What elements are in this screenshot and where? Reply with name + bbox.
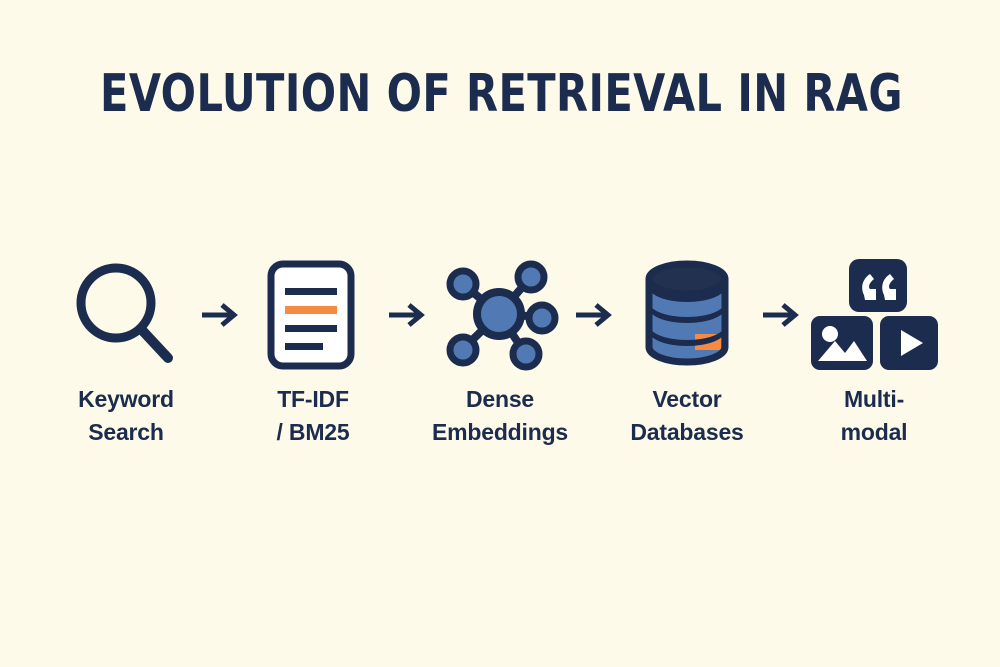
flow-step-label: Dense Embeddings: [432, 383, 568, 448]
flow-step-label-line1: Keyword: [78, 386, 174, 412]
flow-step-label-line2: Databases: [630, 418, 744, 445]
arrow-1: [197, 255, 243, 375]
flow-step-multimodal: Multi- modal: [806, 255, 942, 448]
flow-step-label-line2: Search: [88, 418, 164, 445]
arrow-3: [571, 255, 617, 375]
flow-step-vector-databases: Vector Databases: [619, 255, 755, 448]
flow-step-keyword-search: Keyword Search: [58, 255, 194, 448]
flow-step-label: Vector Databases: [630, 383, 743, 448]
flow-step-label: TF-IDF / BM25: [277, 383, 350, 448]
flow-step-label-line1: Vector: [652, 386, 722, 412]
flow-step-label-line1: TF-IDF: [277, 386, 349, 412]
flow-step-tfidf-bm25: TF-IDF / BM25: [245, 255, 381, 448]
network-nodes-icon: [432, 255, 568, 375]
multimodal-tiles-icon: [806, 255, 942, 375]
flow-step-dense-embeddings: Dense Embeddings: [432, 255, 568, 448]
flow-step-label-line2: modal: [840, 418, 908, 445]
image-tile-icon: [811, 316, 873, 370]
arrow-4: [758, 255, 804, 375]
document-lines-icon: [245, 255, 381, 375]
retrieval-evolution-flow: Keyword Search TF-IDF: [58, 255, 942, 470]
video-tile-icon: [880, 316, 938, 370]
flow-step-label-line1: Multi-: [843, 386, 905, 412]
magnifier-icon: [58, 255, 194, 375]
flow-step-label: Multi- modal: [841, 383, 908, 448]
flow-step-label-line2: / BM25: [276, 418, 350, 445]
flow-step-label: Keyword Search: [78, 383, 174, 448]
flow-step-label-line2: Embeddings: [432, 418, 569, 445]
flow-step-label-line1: Dense: [465, 386, 535, 412]
quote-tile-icon: [849, 259, 907, 312]
page-title: EVOLUTION OF RETRIEVAL IN RAG: [100, 64, 903, 124]
arrow-2: [384, 255, 430, 375]
database-cylinder-icon: [619, 255, 755, 375]
